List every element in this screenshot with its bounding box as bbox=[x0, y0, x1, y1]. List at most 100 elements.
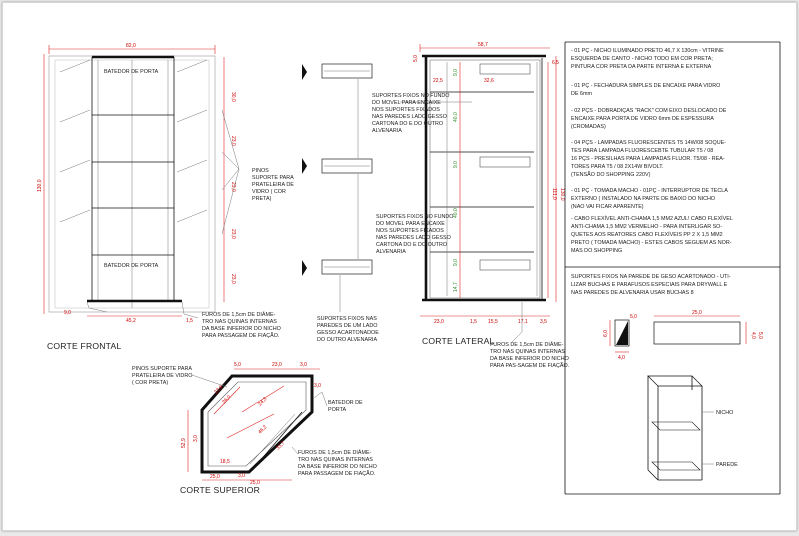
bracket-isometric: NICHO PAREDE bbox=[647, 375, 738, 481]
front-batedor-bottom: BATEDOR DE PORTA bbox=[104, 263, 159, 269]
svg-text:- CABO FLEXÍVEL ANTI-CHAMA 1,5: - CABO FLEXÍVEL ANTI-CHAMA 1,5 MM2 AZUL!… bbox=[571, 215, 733, 222]
top-dim-h: 33,7 bbox=[275, 440, 286, 451]
front-furos-4: PARA PASSAGEM DE FIAÇÃO. bbox=[202, 332, 279, 339]
top-dim-f: 24,3 bbox=[257, 396, 268, 407]
front-shelf-dim-3: 23,0 bbox=[230, 182, 236, 192]
top-dim-small-l: 3,0 bbox=[193, 435, 199, 442]
top-dim-d: 23,9 bbox=[213, 384, 224, 395]
svg-text:ESQUERDA DE CANTO - NICHO TODO: ESQUERDA DE CANTO - NICHO TODO EM COR PR… bbox=[571, 56, 713, 62]
svg-text:(TENSÃO DO SHOPPING 220V): (TENSÃO DO SHOPPING 220V) bbox=[571, 171, 651, 178]
side-sup-mid-4: NAS PAREDES LADO GESSO bbox=[376, 235, 451, 241]
svg-text:NAS PAREDES DE ALVENARIA USAR: NAS PAREDES DE ALVENARIA USAR BUCHAS 8 bbox=[571, 290, 694, 296]
label-nicho: NICHO bbox=[716, 410, 733, 416]
top-dim-small-b: 3,0 bbox=[238, 473, 245, 479]
side-sup-mid-3: NOS SUPORTES FIXADOS bbox=[376, 228, 444, 234]
front-pinos-1: PINOS bbox=[252, 168, 269, 174]
top-furos-3: DA BASE INFERIOR DO NICHO bbox=[298, 464, 377, 470]
label-parede: PAREDE bbox=[716, 462, 738, 468]
svg-text:EXTERNO ( INSTALADO NA PARTE D: EXTERNO ( INSTALADO NA PARTE DE BAIXO DO… bbox=[571, 196, 715, 202]
side-title: CORTE LATERAL bbox=[422, 336, 495, 346]
side-top-small: 5,0 bbox=[413, 55, 419, 62]
front-batedor-top: BATEDOR DE PORTA bbox=[104, 69, 159, 75]
side-h-dim-2: 32,6 bbox=[484, 78, 494, 84]
svg-text:16 PÇS - PRESILHAS PARA LAMPAD: 16 PÇS - PRESILHAS PARA LAMPADAS FLUOR. … bbox=[571, 156, 725, 162]
top-furos-2: TRO NAS QUINAS INTERNAS bbox=[298, 457, 373, 463]
svg-text:ANTI-CHAMA 1,5 MM2 VERMELHO -: ANTI-CHAMA 1,5 MM2 VERMELHO - PARA INTER… bbox=[571, 224, 722, 230]
side-sup-top-1: SUPORTES FIXOS NO FUNDO bbox=[372, 93, 449, 99]
side-furos-2: TRO NAS QUINAS INTERNAS bbox=[490, 349, 565, 355]
top-batedor-2: PORTA bbox=[328, 407, 346, 413]
bracket-dim-t: 5,0 bbox=[630, 314, 637, 320]
top-dim-e: 26,0 bbox=[221, 394, 232, 405]
svg-text:- 04 PÇS - LAMPADAS FLUORESCEN: - 04 PÇS - LAMPADAS FLUORESCENTES T5 14W… bbox=[571, 140, 726, 146]
side-v-dim-2: 40,0 bbox=[453, 112, 459, 122]
top-dim-i: 52,9 bbox=[181, 438, 187, 448]
side-sup-top-4: NAS PAREDES LADO GESSO bbox=[372, 114, 447, 120]
side-sup-bot-3: GESSO ACARTONADOE bbox=[317, 330, 379, 336]
spec-item-5: - 01 PÇ - TOMADA MACHO - 01PÇ - INTERRUP… bbox=[571, 188, 728, 210]
top-dim-k: 3,0 bbox=[314, 383, 321, 389]
front-shelf-dim-2: 23,0 bbox=[230, 136, 236, 146]
top-pinos-1: PINOS SUPORTE PARA bbox=[132, 366, 192, 372]
svg-text:TES PARA LAMPADA FLUORESCEBTE: TES PARA LAMPADA FLUORESCEBTE TUBULAR T5… bbox=[571, 148, 713, 154]
side-sup-top-5: CARTONA DO E DO OUTRO bbox=[372, 121, 443, 127]
side-v-dim-5: 9,0 bbox=[453, 259, 459, 266]
plate-dim-h2: 5,0 bbox=[757, 332, 763, 339]
top-furos-1: FUROS DE 1,5cm DE DIÂME- bbox=[298, 449, 372, 456]
svg-text:- 01 PÇ - TOMADA MACHO - 01PÇ: - 01 PÇ - TOMADA MACHO - 01PÇ - INTERRUP… bbox=[571, 188, 728, 194]
support-plate: 25,0 4,0 5,0 bbox=[653, 310, 763, 345]
front-shelf-dim-4: 23,0 bbox=[230, 229, 236, 239]
side-bottom-1: 23,0 bbox=[434, 319, 444, 325]
front-height-dim: 130,0 bbox=[37, 179, 43, 192]
front-furos-3: DA BASE INFERIOR DO NICHO bbox=[202, 326, 281, 332]
svg-text:- 01 PÇ - FECHADURA SIMPLES DE: - 01 PÇ - FECHADURA SIMPLES DE ENCAIXE P… bbox=[571, 83, 720, 89]
spec-item-6: - CABO FLEXÍVEL ANTI-CHAMA 1,5 MM2 AZUL!… bbox=[571, 215, 733, 254]
top-dim-l: 25,0 bbox=[210, 474, 220, 480]
plate-dim-w: 25,0 bbox=[692, 310, 702, 316]
top-dim-m: 25,0 bbox=[250, 480, 260, 486]
side-sup-top-6: ALVENARIA bbox=[372, 128, 402, 134]
bracket-profile: 6,0 4,0 5,0 bbox=[603, 314, 637, 361]
front-view: 82,0 130,0 BATEDOR DE PORTA BATEDOR DE P… bbox=[37, 43, 294, 351]
front-pinos-2: SUPORTE PARA bbox=[252, 175, 294, 181]
svg-text:PRETO ( TOMADA MACHO) - ESTES: PRETO ( TOMADA MACHO) - ESTES CABOS SEGU… bbox=[571, 240, 732, 246]
side-furos-3: DA BASE INFERIOR DO NICHO bbox=[490, 356, 569, 362]
top-view: 5,0 23,0 3,0 23,9 26,0 24,3 46,2 33,7 52… bbox=[132, 362, 377, 495]
side-bottom-4: 3,5 bbox=[540, 319, 547, 325]
side-bottom-3: 17,1 bbox=[518, 319, 528, 325]
side-furos-1: FUROS DE 1,5cm DE DIÂME- bbox=[490, 341, 564, 348]
top-dim-a: 5,0 bbox=[234, 362, 241, 368]
side-v-dim-1: 9,0 bbox=[453, 69, 459, 76]
bracket-dim-w: 4,0 bbox=[618, 355, 625, 361]
side-sup-bot-4: DO OUTRO ALVENARIA bbox=[317, 337, 378, 343]
side-bottom-small: 1,5 bbox=[470, 319, 477, 325]
side-sup-bot-2: PAREDES DE UM LADO bbox=[317, 323, 377, 329]
spec-panel: - 01 PÇ - NICHO ILUMINADO PRETO 46,7 X 1… bbox=[564, 41, 781, 495]
top-title: CORTE SUPERIOR bbox=[180, 485, 260, 495]
svg-text:- 01 PÇ - NICHO ILUMINADO PRET: - 01 PÇ - NICHO ILUMINADO PRETO 46,7 X 1… bbox=[571, 48, 724, 54]
svg-text:(CROMADAS): (CROMADAS) bbox=[571, 124, 606, 130]
top-pinos-2: PRATELEIRA DE VIDRO bbox=[132, 373, 192, 379]
spec-item-2: - 01 PÇ - FECHADURA SIMPLES DE ENCAIXE P… bbox=[571, 83, 720, 97]
front-shelf-dim-1: 30,0 bbox=[230, 92, 236, 102]
side-h-dim-1: 22,5 bbox=[433, 78, 443, 84]
svg-text:MAS DO SHOPPING: MAS DO SHOPPING bbox=[571, 248, 622, 254]
side-v-dim-4: 40,0 bbox=[453, 208, 459, 218]
spec-item-4: - 04 PÇS - LAMPADAS FLUORESCENTES T5 14W… bbox=[571, 140, 726, 178]
side-sup-mid-2: DO MOVEL PARA ENCAIXE bbox=[376, 221, 445, 227]
svg-text:QUETES AOS REATORES CABO FLEXÍ: QUETES AOS REATORES CABO FLEXÍVEIS PP 2 … bbox=[571, 231, 723, 238]
side-furos-4: PARA PAS-SAGEM DE FIAÇÃO. bbox=[490, 362, 569, 369]
side-sup-mid-1: SUPORTES FIXOS NO FUNDO bbox=[376, 214, 453, 220]
front-pinos-4: VIDRO ( COR bbox=[252, 189, 286, 195]
front-title: CORTE FRONTAL bbox=[47, 341, 121, 351]
side-v-dim-3: 9,0 bbox=[453, 161, 459, 168]
bracket-dim-h: 6,0 bbox=[603, 330, 609, 337]
top-batedor-1: BATEDOR DE bbox=[328, 400, 363, 406]
side-right-outer: 130,0 bbox=[559, 188, 565, 201]
front-furos-2: TRO NAS QUINAS INTERNAS bbox=[202, 319, 277, 325]
top-pinos-3: ( COR PRETA) bbox=[132, 380, 168, 386]
front-bottom-right: 1,5 bbox=[186, 318, 193, 324]
side-sup-top-3: NOS SUPORTES FIXADOS bbox=[372, 107, 440, 113]
